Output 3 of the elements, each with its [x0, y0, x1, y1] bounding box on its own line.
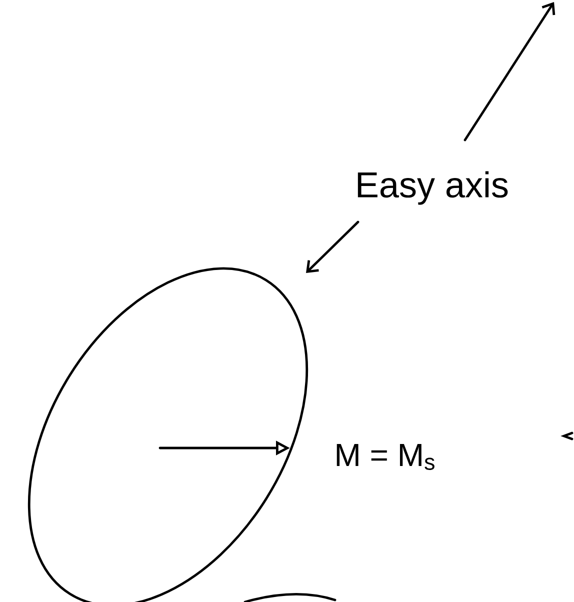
ellipse-outline — [28, 267, 308, 602]
text-label: M = M$_{s}$ — [336, 444, 434, 470]
text-label: Easy axis — [358, 171, 508, 205]
